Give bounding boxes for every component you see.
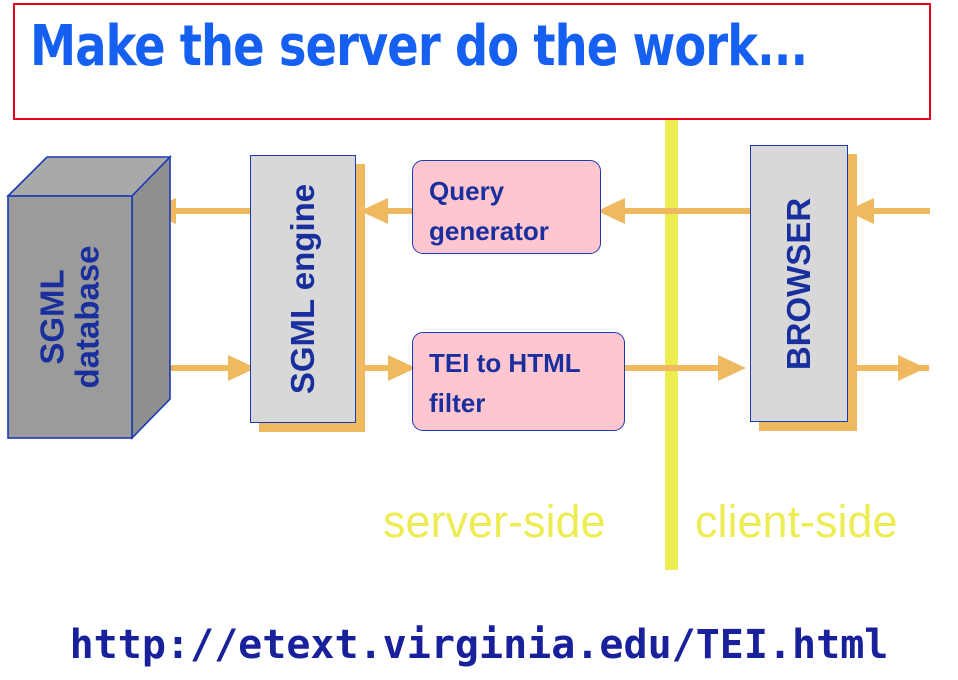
browser-node[interactable]: BROWSER	[750, 145, 857, 431]
sgml-engine-face: SGML engine	[250, 155, 356, 423]
arrow-shaft-browser-to-external	[851, 365, 929, 371]
query-generator-label-line1: Query	[429, 176, 505, 206]
tei-filter-label-line2: filter	[429, 388, 486, 419]
footer-url: http://etext.virginia.edu/TEI.html	[69, 622, 889, 668]
query-generator-label-line2: generator	[429, 216, 549, 247]
arrow-shaft-browser-to-query	[617, 208, 752, 214]
arrow-shaft-engine-to-filter	[357, 365, 393, 371]
arrow-head-engine-to-filter	[388, 355, 416, 381]
cube-front-face	[7, 195, 133, 439]
sgml-database-node[interactable]	[0, 150, 185, 446]
arrow-shaft-filter-to-browser	[624, 365, 724, 371]
tei-filter-label-line1: TEI to HTML	[429, 348, 581, 378]
server-side-label: server-side	[383, 496, 606, 547]
title-frame	[13, 3, 931, 120]
arrow-shaft-query-to-engine	[381, 208, 416, 214]
arrow-head-browser-to-query	[597, 198, 625, 224]
sgml-engine-node[interactable]: SGML engine	[250, 155, 365, 432]
client-side-label: client-side	[695, 496, 898, 547]
cube-side-face	[131, 155, 171, 440]
arrow-shaft-database-to-engine	[152, 365, 232, 371]
arrow-shaft-engine-to-database	[174, 208, 259, 214]
tei-filter-node[interactable]: TEI to HTML filter	[412, 332, 625, 431]
server-client-divider	[665, 103, 678, 570]
arrow-head-filter-to-browser	[718, 355, 746, 381]
arrow-shaft-external-to-browser	[862, 208, 930, 214]
browser-face: BROWSER	[750, 145, 848, 422]
arrow-head-browser-to-external	[898, 355, 926, 381]
query-generator-node[interactable]: Query generator	[412, 160, 601, 254]
page-title: Make the server do the work...	[30, 14, 808, 79]
browser-label: BROWSER	[780, 197, 817, 370]
sgml-engine-label: SGML engine	[284, 183, 321, 395]
